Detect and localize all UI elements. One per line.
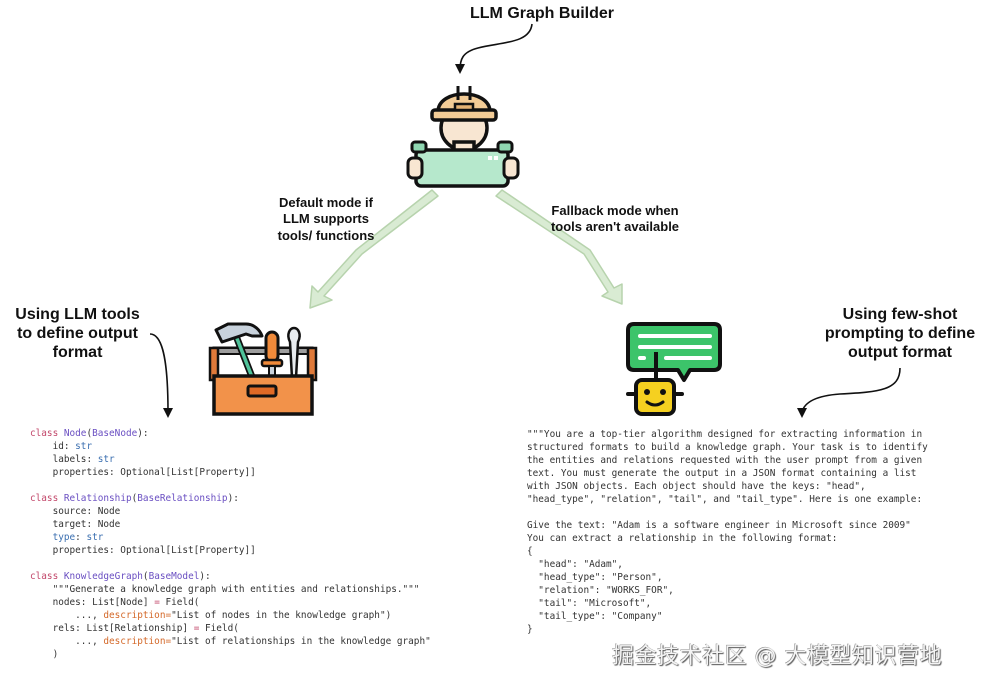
code-token: """Generate a knowledge graph with entit…: [30, 584, 420, 595]
prompt-line: "head": "Adam",: [527, 559, 623, 570]
prompt-line: "relation": "WORKS_FOR",: [527, 585, 674, 596]
code-token: (: [86, 428, 93, 439]
code-token: str: [75, 441, 93, 452]
prompt-line: }: [527, 624, 533, 635]
prompt-line: {: [527, 546, 533, 557]
code-token: (: [131, 493, 138, 504]
code-token: ):: [199, 571, 211, 582]
code-line: ..., description="List of nodes in the k…: [30, 609, 431, 622]
prompt-line: structured formats to build a knowledge …: [527, 442, 928, 453]
prompt-line: """You are a top-tier algorithm designed…: [527, 429, 923, 440]
code-line: source: Node: [30, 505, 431, 518]
prompt-line: [527, 506, 928, 519]
chatbot-icon: [626, 322, 722, 416]
code-token: =: [154, 597, 160, 608]
code-line: class Node(BaseNode):: [30, 427, 431, 440]
code-token: id:: [30, 441, 76, 452]
code-token: "List of relationships in the knowledge …: [171, 636, 431, 647]
code-token: rels: List[Relationship]: [30, 623, 194, 634]
code-token: Field(: [159, 597, 200, 608]
code-token: class: [30, 571, 64, 582]
code-token: class: [30, 428, 64, 439]
code-token: ):: [137, 428, 149, 439]
code-token: str: [97, 454, 115, 465]
prompt-line: "head_type": "Person",: [527, 572, 663, 583]
tools-schema-code: class Node(BaseNode): id: str labels: st…: [30, 427, 431, 661]
tools-approach-label: Using LLM tools to define output format: [15, 306, 140, 362]
code-token: target: Node: [30, 519, 121, 530]
code-token: Relationship: [63, 493, 132, 504]
few-shot-approach-label: Using few-shot prompting to define outpu…: [824, 306, 976, 362]
code-line: target: Node: [30, 518, 431, 531]
code-token: str: [86, 532, 104, 543]
default-mode-label: Default mode if LLM supports tools/ func…: [277, 195, 375, 243]
code-line: class Relationship(BaseRelationship):: [30, 492, 431, 505]
code-line: [30, 479, 431, 492]
code-token: properties: Optional[List[Property]]: [30, 545, 256, 556]
code-token: BaseRelationship: [137, 493, 228, 504]
code-line: properties: Optional[List[Property]]: [30, 544, 431, 557]
code-token: nodes: List[Node]: [30, 597, 155, 608]
code-token: description=: [103, 636, 172, 647]
code-token: properties: Optional[List[Property]]: [30, 467, 256, 478]
code-line: """Generate a knowledge graph with entit…: [30, 583, 431, 596]
watermark: 掘金技术社区 @ 大模型知识营地: [612, 644, 942, 669]
prompt-line: Give the text: "Adam is a software engin…: [527, 520, 911, 531]
code-line: labels: str: [30, 453, 431, 466]
prompt-line: the entities and relations requested wit…: [527, 455, 923, 466]
code-token: :: [75, 532, 87, 543]
prompt-line: "tail": "Microsoft",: [527, 598, 652, 609]
toolbox-icon: [208, 322, 318, 416]
code-token: labels:: [30, 454, 98, 465]
fallback-mode-label: Fallback mode when tools aren't availabl…: [550, 203, 680, 235]
construction-worker-icon: [406, 86, 520, 188]
code-token: class: [30, 493, 64, 504]
code-token: ):: [227, 493, 239, 504]
prompt-line: "tail_type": "Company": [527, 611, 663, 622]
code-line: id: str: [30, 440, 431, 453]
code-line: nodes: List[Node] = Field(: [30, 596, 431, 609]
prompt-line: You can extract a relationship in the fo…: [527, 533, 838, 544]
code-token: BaseNode: [92, 428, 138, 439]
code-line: ): [30, 648, 431, 661]
code-token: (: [142, 571, 149, 582]
code-token: ...,: [30, 636, 104, 647]
code-line: [30, 557, 431, 570]
code-token: KnowledgeGraph: [63, 571, 143, 582]
code-line: type: str: [30, 531, 431, 544]
code-line: properties: Optional[List[Property]]: [30, 466, 431, 479]
prompt-line: with JSON objects. Each object should ha…: [527, 481, 866, 492]
code-token: Field(: [199, 623, 239, 634]
code-token: source: Node: [30, 506, 121, 517]
code-line: class KnowledgeGraph(BaseModel):: [30, 570, 431, 583]
code-token: description=: [103, 610, 172, 621]
prompt-line: "head_type", "relation", "tail", and "ta…: [527, 494, 923, 505]
code-token: ...,: [30, 610, 104, 621]
diagram-title: LLM Graph Builder: [470, 5, 614, 22]
code-token: type: [30, 532, 76, 543]
code-token: BaseModel: [148, 571, 200, 582]
code-line: ..., description="List of relationships …: [30, 635, 431, 648]
few-shot-prompt-code: """You are a top-tier algorithm designed…: [527, 428, 928, 636]
code-line: rels: List[Relationship] = Field(: [30, 622, 431, 635]
code-token: =: [193, 623, 200, 634]
code-token: ): [30, 649, 59, 660]
prompt-line: text. You must generate the output in a …: [527, 468, 917, 479]
code-token: "List of nodes in the knowledge graph"): [171, 610, 392, 621]
code-token: Node: [63, 428, 87, 439]
